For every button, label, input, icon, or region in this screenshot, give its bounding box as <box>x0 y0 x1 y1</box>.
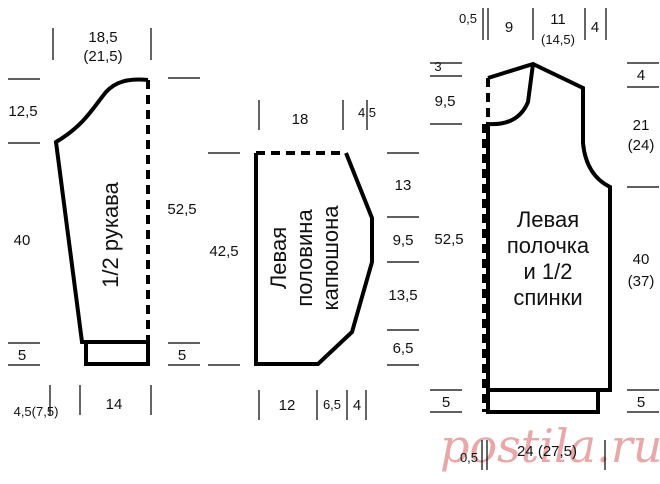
sleeve-top-width-alt: (21,5) <box>83 48 122 65</box>
front-shoulder-end: 4 <box>591 19 599 36</box>
sleeve-cuff <box>84 340 150 366</box>
sleeve-top-width: 18,5 <box>88 29 117 46</box>
front-rib-height-right: 5 <box>637 394 645 411</box>
hood-bottom-seg3: 4 <box>353 397 361 414</box>
hood-total-height: 42,5 <box>209 243 238 260</box>
hood-label-line2: половина <box>292 209 317 307</box>
front-bottom-width: 24 (27,5) <box>517 443 577 460</box>
hood-label-line3: капюшона <box>318 205 343 311</box>
sleeve-cuff-height-left: 5 <box>18 347 26 364</box>
front-outline <box>486 61 612 392</box>
sleeve-outline <box>53 77 149 344</box>
sleeve-cap-height: 12,5 <box>8 103 37 120</box>
hood-seg2: 9,5 <box>393 232 414 249</box>
sleeve-body-length: 40 <box>14 232 31 249</box>
front-total-length: 52,5 <box>434 231 463 248</box>
hood-bottom-seg2: 6,5 <box>323 397 341 412</box>
front-armhole-depth-alt: (24) <box>628 137 655 154</box>
front-label-line1: Левая <box>517 207 579 232</box>
front-top-offset: 0,5 <box>459 11 477 26</box>
hood-label-line1: Левая <box>266 227 291 289</box>
front-neck-width: 9 <box>505 19 513 36</box>
hood-seg4: 6,5 <box>393 340 414 357</box>
front-rib-height-left: 5 <box>442 394 450 411</box>
front-shoulder-width-alt: (14,5) <box>541 32 575 47</box>
front-rib-band <box>486 388 600 414</box>
sleeve-cuff-height-right: 5 <box>178 347 186 364</box>
hood-bottom-width: 12 <box>279 397 296 414</box>
front-side-length-alt: (37) <box>628 273 655 290</box>
hood-seg1: 13 <box>395 177 412 194</box>
front-shoulder-width: 11 <box>550 11 566 28</box>
hood-pattern: 18 4,5 42,5 13 9,5 13,5 6,5 12 6,5 4 Лев… <box>208 100 419 420</box>
front-label-line4: спинки <box>513 285 582 310</box>
front-bottom-offset: 0,5 <box>460 450 478 465</box>
sleeve-total-length: 52,5 <box>167 201 196 218</box>
hood-top-offset: 4,5 <box>358 105 376 120</box>
sleeve-bottom-offset: 4,5(7,5) <box>14 404 59 419</box>
front-armhole-depth: 21 <box>633 117 650 134</box>
watermark-text: postila.ru <box>440 419 660 473</box>
front-neck-drop-small: 3 <box>434 59 441 74</box>
sleeve-pattern: 18,5 (21,5) 12,5 40 5 52,5 5 4,5(7,5) 14… <box>8 28 200 419</box>
front-shoulder-slope: 4 <box>637 67 645 84</box>
front-neck-depth: 9,5 <box>435 93 456 110</box>
front-side-length: 40 <box>633 251 650 268</box>
hood-top-width: 18 <box>292 111 309 128</box>
hood-outline <box>254 152 374 366</box>
sleeve-bottom-width: 14 <box>106 396 123 413</box>
sleeve-label: 1/2 рукава <box>98 181 123 287</box>
front-label-line2: полочка <box>507 233 590 258</box>
front-label-line3: и 1/2 <box>524 259 573 284</box>
front-back-pattern: 0,5 9 11 (14,5) 4 3 9,5 52,5 5 4 21 (24)… <box>430 8 659 470</box>
hood-seg3: 13,5 <box>388 287 417 304</box>
